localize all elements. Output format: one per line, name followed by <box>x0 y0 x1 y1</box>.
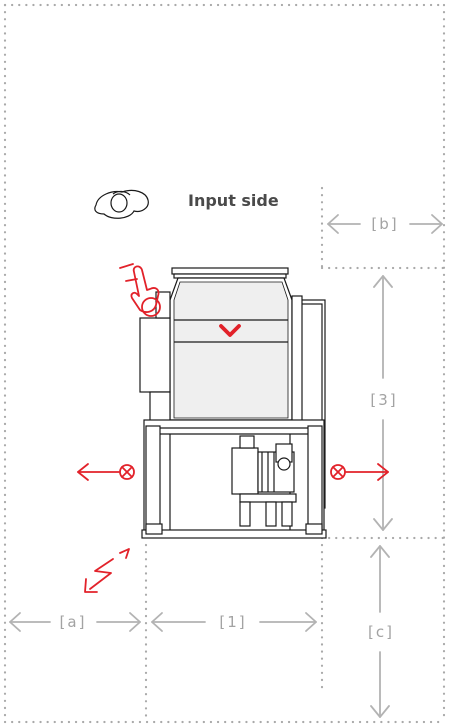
dimension-1: [1] <box>151 612 317 632</box>
dimension-c-label: [c] <box>368 623 394 641</box>
dimension-a: [a] <box>9 612 141 632</box>
input-side-title: Input side <box>188 191 279 210</box>
service-direction-icon <box>84 548 130 593</box>
dimension-b: [b] <box>327 214 443 234</box>
dimension-3: [3] <box>370 275 397 531</box>
prohibited-arrow-right-icon <box>330 463 389 481</box>
prohibited-arrow-left-icon <box>77 463 135 481</box>
feed-direction-chevron-icon <box>219 324 241 337</box>
dimension-3-label: [3] <box>370 391 397 409</box>
machine-front-view <box>139 267 327 539</box>
pointing-hand-icon <box>119 263 161 317</box>
dimension-a-label: [a] <box>60 613 87 631</box>
dimension-1-label: [1] <box>219 613 246 631</box>
dimension-c: [c] <box>368 545 394 718</box>
clearance-boundaries <box>3 3 446 724</box>
dimension-b-label: [b] <box>371 215 398 233</box>
eye-glasses-person-icon <box>94 189 149 219</box>
